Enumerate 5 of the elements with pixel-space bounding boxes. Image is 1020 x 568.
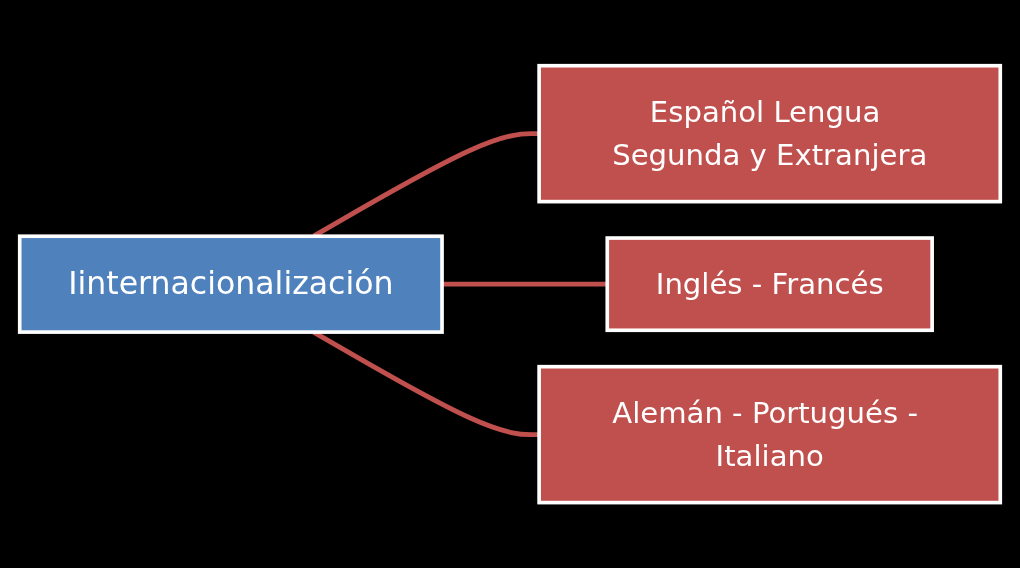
node-box: Español Lengua Segunda y Extranjera <box>537 63 1003 204</box>
node-box: Inglés - Francés <box>605 236 934 332</box>
node-box: Alemán - Portugués - Italiano <box>537 364 1003 505</box>
node-box: Iinternacionalización <box>17 234 444 334</box>
connector <box>442 281 608 287</box>
